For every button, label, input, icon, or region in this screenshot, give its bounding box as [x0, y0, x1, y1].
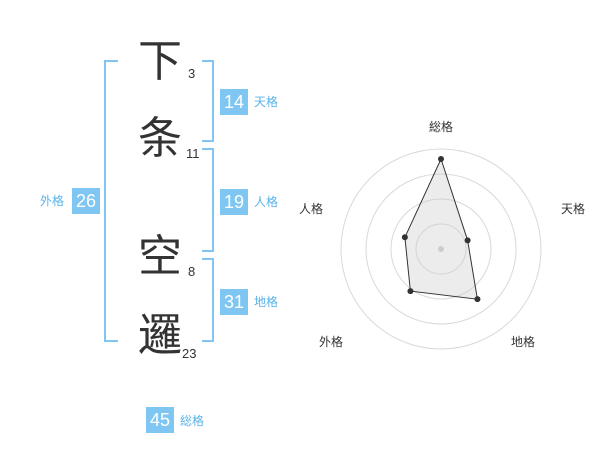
- chikaku-bracket: [202, 258, 214, 342]
- tenkaku-label: 天格: [254, 95, 279, 109]
- chikaku-value: 31: [220, 289, 248, 315]
- chikaku-label: 地格: [254, 295, 279, 309]
- gaikaku-bracket: [104, 60, 118, 342]
- jinkaku-value: 19: [220, 189, 248, 215]
- jinkaku-label: 人格: [254, 195, 279, 209]
- radar-axis-label-4: 外格: [319, 334, 343, 349]
- gaikaku-value: 26: [72, 188, 100, 214]
- radar-point-1: [438, 156, 444, 162]
- name-char-1: 下: [138, 36, 182, 87]
- radar-point-3: [474, 296, 481, 303]
- radar-center: [438, 246, 444, 252]
- stroke-count-3: 8: [188, 264, 196, 279]
- stroke-count-1: 3: [188, 66, 196, 81]
- name-char-2: 条: [138, 113, 182, 164]
- radar-point-5: [401, 234, 408, 241]
- name-char-3: 空: [138, 231, 182, 282]
- name-char-4: 邏: [138, 310, 182, 361]
- radar-axis-label-1: 総格: [429, 119, 453, 134]
- radar-axis-label-3: 地格: [511, 334, 535, 349]
- radar-area: [404, 157, 479, 300]
- stroke-count-2: 11: [186, 146, 200, 161]
- gaikaku-label: 外格: [40, 194, 65, 208]
- tenkaku-value: 14: [220, 89, 248, 115]
- radar-ring-4: [340, 148, 542, 350]
- stroke-count-4: 23: [182, 346, 197, 361]
- radar-point-4: [407, 288, 414, 295]
- jinkaku-bracket: [202, 148, 214, 252]
- radar-point-2: [464, 237, 471, 244]
- radar-ring-2: [390, 198, 492, 300]
- radar-axis-label-5: 人格: [299, 201, 323, 216]
- radar-axis-label-2: 天格: [561, 201, 585, 216]
- radar-ring-3: [365, 173, 517, 325]
- soukaku-value: 45: [146, 407, 174, 433]
- tenkaku-bracket: [202, 60, 214, 142]
- radar-ring-1: [415, 223, 467, 275]
- soukaku-label: 総格: [180, 414, 205, 428]
